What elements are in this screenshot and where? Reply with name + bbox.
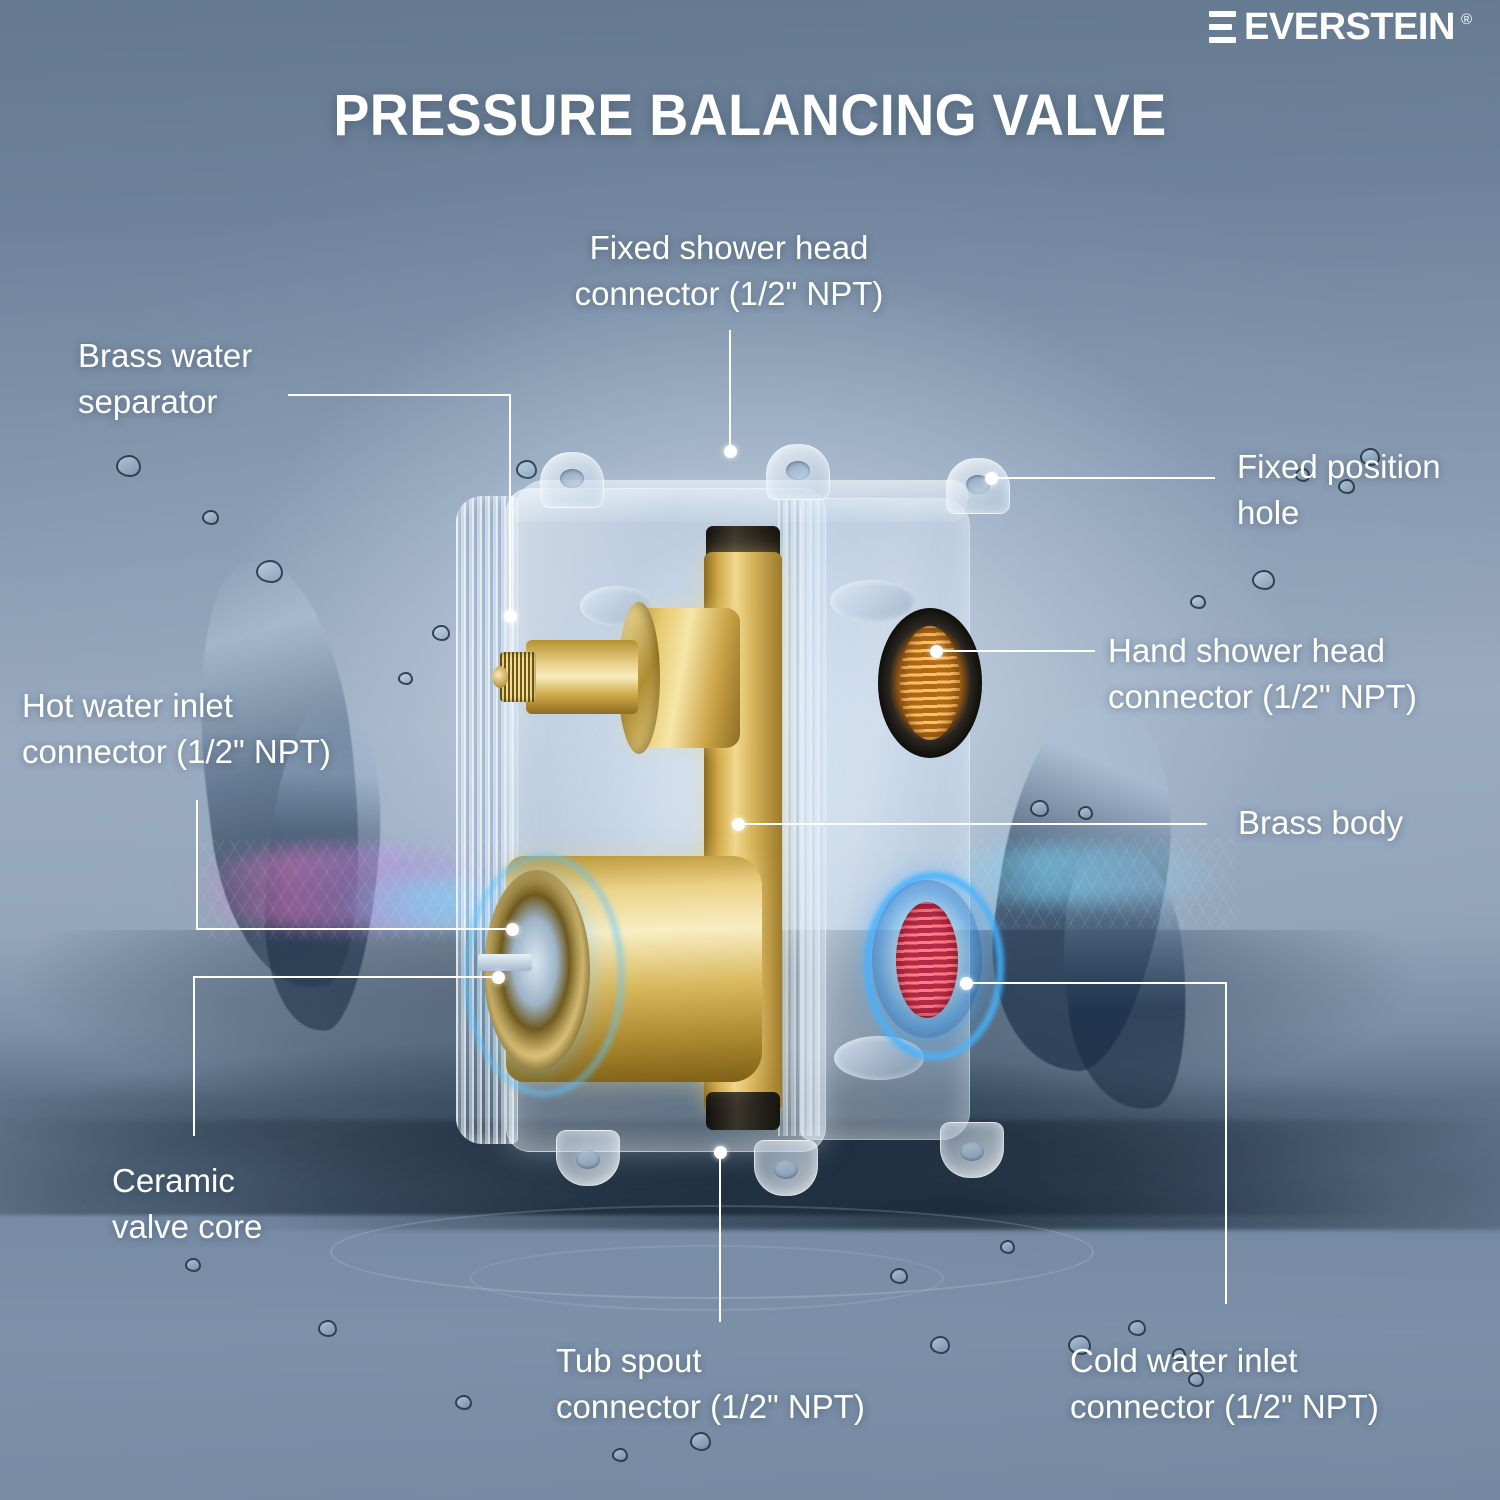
leader-hot-water-inlet-v — [196, 800, 198, 930]
light-streak-cyan-left — [330, 880, 570, 926]
valve-housing-right-edges — [778, 500, 822, 1136]
mounting-ear-bottom-right — [940, 1122, 1004, 1178]
everstein-e-icon — [1209, 11, 1237, 43]
valve-housing-left-edges — [456, 496, 518, 1144]
brass-water-separator-part — [626, 608, 740, 748]
cold-water-port — [872, 880, 982, 1038]
valve-stem-splines — [500, 652, 536, 702]
callout-fixed-shower-head-connector: Fixed shower head connector (1/2" NPT) — [574, 229, 884, 312]
water-droplet — [455, 1395, 472, 1410]
internal-fitting-lower-right — [834, 1036, 924, 1080]
leader-dot-hot-water-inlet — [506, 923, 519, 936]
brand-name: EVERSTEIN — [1244, 6, 1455, 48]
valve-stem-tip — [492, 666, 508, 688]
callout-cold-water-inlet-connector: Cold water inlet connector (1/2" NPT) — [1070, 1342, 1379, 1425]
valve-stem — [526, 640, 638, 714]
water-droplet — [1190, 595, 1206, 609]
water-droplet — [318, 1320, 337, 1337]
water-droplet — [1000, 1240, 1015, 1254]
mounting-ear-bottom-middle — [754, 1140, 818, 1196]
callout-tub-spout-connector: Tub spout connector (1/2" NPT) — [556, 1342, 865, 1425]
leader-dot-brass-water-separator — [504, 610, 517, 623]
water-droplet — [890, 1268, 908, 1284]
callout-fixed-position-hole: Fixed position hole — [1237, 448, 1441, 531]
pressure-balancing-valve-image — [388, 410, 1108, 1270]
light-streak-magenta — [185, 845, 525, 931]
leader-dot-hand-shower-head — [930, 645, 943, 658]
product-glow — [388, 410, 1108, 1270]
water-droplet — [1252, 570, 1275, 590]
leader-dot-fixed-shower-head — [724, 445, 737, 458]
leader-ceramic-valve-core-v — [193, 976, 195, 1136]
ceramic-valve-core-part — [506, 856, 762, 1082]
ceramic-core-face — [484, 870, 590, 1070]
leader-cold-water-inlet-h — [965, 982, 1227, 984]
water-ripple — [470, 1245, 944, 1311]
callout-brass-body: Brass body — [1238, 804, 1404, 841]
leader-ceramic-valve-core-h — [193, 976, 498, 978]
leader-brass-body — [737, 823, 1207, 825]
callout-hand-shower-head-connector: Hand shower head connector (1/2" NPT) — [1108, 632, 1417, 715]
leader-brass-water-separator-v — [509, 394, 511, 616]
callout-brass-water-separator: Brass water separator — [78, 337, 253, 420]
mesh-glow-right — [935, 838, 1235, 928]
water-splash-right-secondary — [1051, 834, 1199, 1116]
mounting-ear-top-middle — [766, 444, 830, 500]
brass-cap-top — [706, 526, 780, 568]
leader-dot-ceramic-valve-core — [492, 971, 505, 984]
cold-water-port-threads — [896, 902, 958, 1018]
valve-housing-top — [510, 480, 975, 522]
water-splash-right — [975, 690, 1190, 1080]
water-droplet — [1030, 800, 1049, 817]
leader-dot-fixed-position-hole — [985, 472, 998, 485]
mounting-ear-bottom-left — [556, 1130, 620, 1186]
water-ripple — [330, 1205, 1094, 1299]
page-title: PRESSURE BALANCING VALVE — [333, 83, 1167, 148]
brass-body-column — [704, 552, 782, 1112]
mounting-ear-top-left — [540, 452, 604, 508]
light-streak-cyan-right — [930, 845, 1230, 905]
internal-fitting-upper-right — [830, 580, 916, 622]
leader-dot-brass-body — [732, 818, 745, 831]
leader-tub-spout — [719, 1152, 721, 1322]
separator-ring — [618, 602, 660, 754]
water-droplet — [185, 1258, 201, 1272]
registered-trademark-icon: ® — [1460, 11, 1472, 28]
ceramic-core-pin — [478, 954, 532, 971]
leader-hand-shower-head — [935, 650, 1095, 652]
water-droplet — [256, 560, 283, 583]
valve-housing-right — [800, 498, 970, 1140]
water-splash-left — [179, 552, 381, 998]
mesh-glow-left — [200, 840, 530, 940]
leader-cold-water-inlet-v — [1225, 982, 1227, 1304]
cold-port-glow-ring — [864, 872, 1004, 1060]
leader-dot-tub-spout — [714, 1146, 727, 1159]
water-droplet — [1128, 1320, 1146, 1336]
water-droplet — [116, 455, 141, 477]
brass-cap-bottom — [706, 1092, 780, 1130]
internal-fitting-upper — [580, 586, 652, 626]
hand-shower-port — [878, 608, 982, 758]
valve-housing-front — [506, 488, 826, 1152]
water-droplet — [432, 625, 450, 641]
water-droplet — [516, 460, 537, 479]
hand-shower-port-threads — [900, 626, 960, 740]
brand-logo: EVERSTEIN ® — [1209, 8, 1472, 46]
ceramic-core-glow-ring — [464, 854, 624, 1096]
leader-dot-cold-water-inlet — [960, 977, 973, 990]
callout-hot-water-inlet-connector: Hot water inlet connector (1/2" NPT) — [22, 687, 331, 770]
leader-hot-water-inlet-h — [196, 928, 512, 930]
water-droplet — [1078, 806, 1093, 820]
mounting-ear-top-right — [946, 458, 1010, 514]
water-droplet — [202, 510, 219, 525]
leader-fixed-shower-head — [729, 330, 731, 450]
water-droplet — [612, 1448, 628, 1462]
water-droplet — [690, 1432, 711, 1451]
callout-ceramic-valve-core: Ceramic valve core — [112, 1162, 263, 1245]
leader-fixed-position-hole — [990, 477, 1215, 479]
